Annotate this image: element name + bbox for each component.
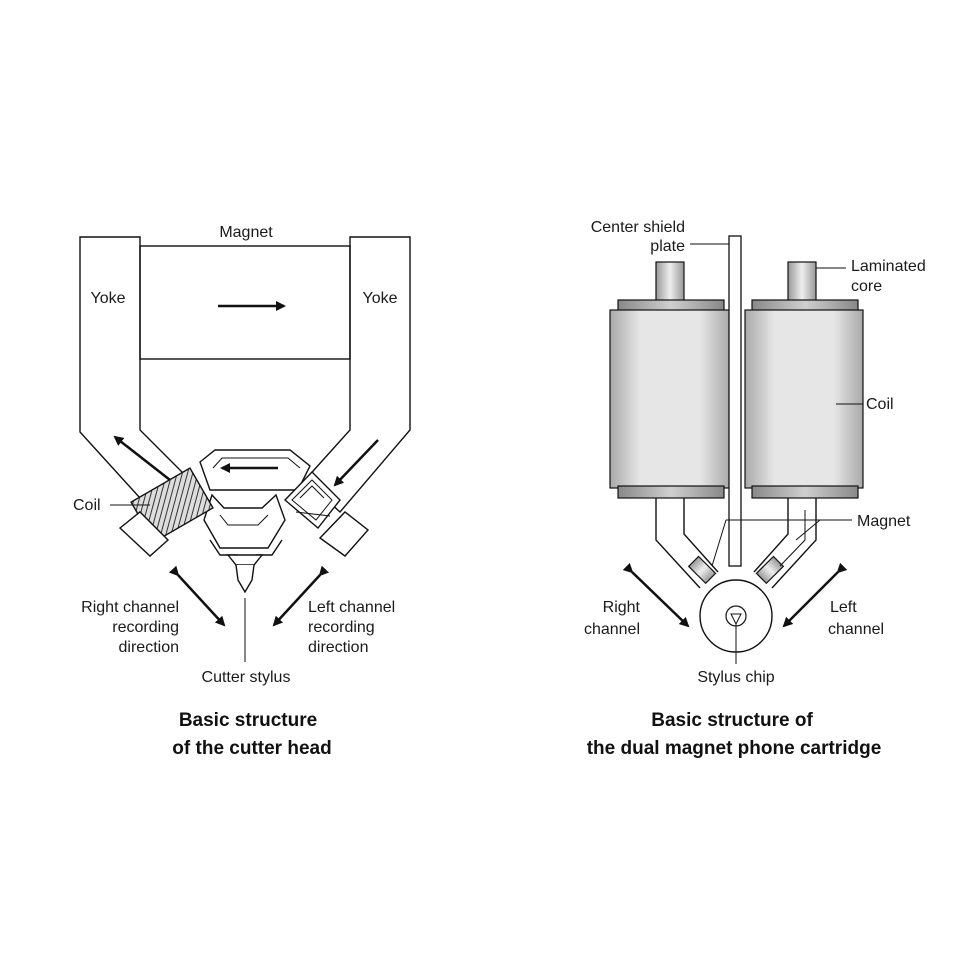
- label-laminated-1: Laminated: [851, 258, 926, 275]
- label-right-channel-1: Right channel: [81, 599, 179, 616]
- bracket-right: [318, 511, 370, 557]
- cartridge-left-channel-arrow: [782, 562, 848, 628]
- label-center-shield-1: Center shield: [591, 219, 685, 236]
- yoke-right-flux-arrow: [333, 439, 379, 487]
- label-left-channel-3: direction: [308, 639, 368, 656]
- stylus-holder: [203, 493, 286, 549]
- label-right-channel-3: direction: [119, 639, 179, 656]
- magnet-block: [139, 245, 351, 360]
- coil-right-body: [744, 309, 864, 489]
- magnet-left: [687, 555, 717, 585]
- laminated-core-left: [655, 261, 685, 303]
- phono-cartridge-diagram: Center shield plate Laminated core Coil …: [584, 219, 926, 759]
- label-cutter-stylus: Cutter stylus: [202, 669, 291, 686]
- coil-left-body: [609, 309, 731, 489]
- cartridge-right-channel-arrow: [622, 562, 690, 628]
- caption-left-line1: Basic structure: [179, 710, 317, 731]
- label-coil-left: Coil: [73, 497, 101, 514]
- label-left-1: Left: [830, 599, 857, 616]
- label-left-channel-2: recording: [308, 619, 375, 636]
- yoke-right-shape: [304, 236, 411, 514]
- cutter-stylus: [226, 554, 264, 566]
- label-magnet-left: Magnet: [219, 224, 273, 241]
- label-coil-right: Coil: [866, 396, 894, 413]
- caption-left-line2: of the cutter head: [172, 738, 331, 759]
- right-channel-arrow: [168, 565, 226, 627]
- label-right-channel-2: recording: [112, 619, 179, 636]
- label-stylus-chip: Stylus chip: [697, 669, 774, 686]
- cutter-head-diagram: Magnet Yoke Yoke Coil Right channel reco…: [73, 224, 411, 759]
- bracket-left: [118, 511, 170, 557]
- center-shield-plate: [728, 235, 742, 567]
- caption-right-line1: Basic structure of: [651, 710, 813, 731]
- coil-right: [283, 471, 341, 530]
- label-yoke-left: Yoke: [91, 290, 126, 307]
- label-left-2: channel: [828, 621, 884, 638]
- label-laminated-2: core: [851, 278, 882, 295]
- pole-piece: [199, 449, 311, 491]
- label-left-channel-1: Left channel: [308, 599, 395, 616]
- stylus-chip: [730, 613, 742, 626]
- label-right-2: channel: [584, 621, 640, 638]
- label-right-1: Right: [603, 599, 641, 616]
- yoke-left-flux-arrow: [113, 435, 171, 481]
- laminated-core-right: [787, 261, 817, 303]
- label-magnet-right: Magnet: [857, 513, 911, 530]
- label-yoke-right: Yoke: [363, 290, 398, 307]
- left-channel-arrow: [272, 565, 330, 627]
- label-center-shield-2: plate: [650, 238, 685, 255]
- caption-right-line2: the dual magnet phone cartridge: [587, 738, 882, 759]
- magnet-right: [755, 555, 785, 585]
